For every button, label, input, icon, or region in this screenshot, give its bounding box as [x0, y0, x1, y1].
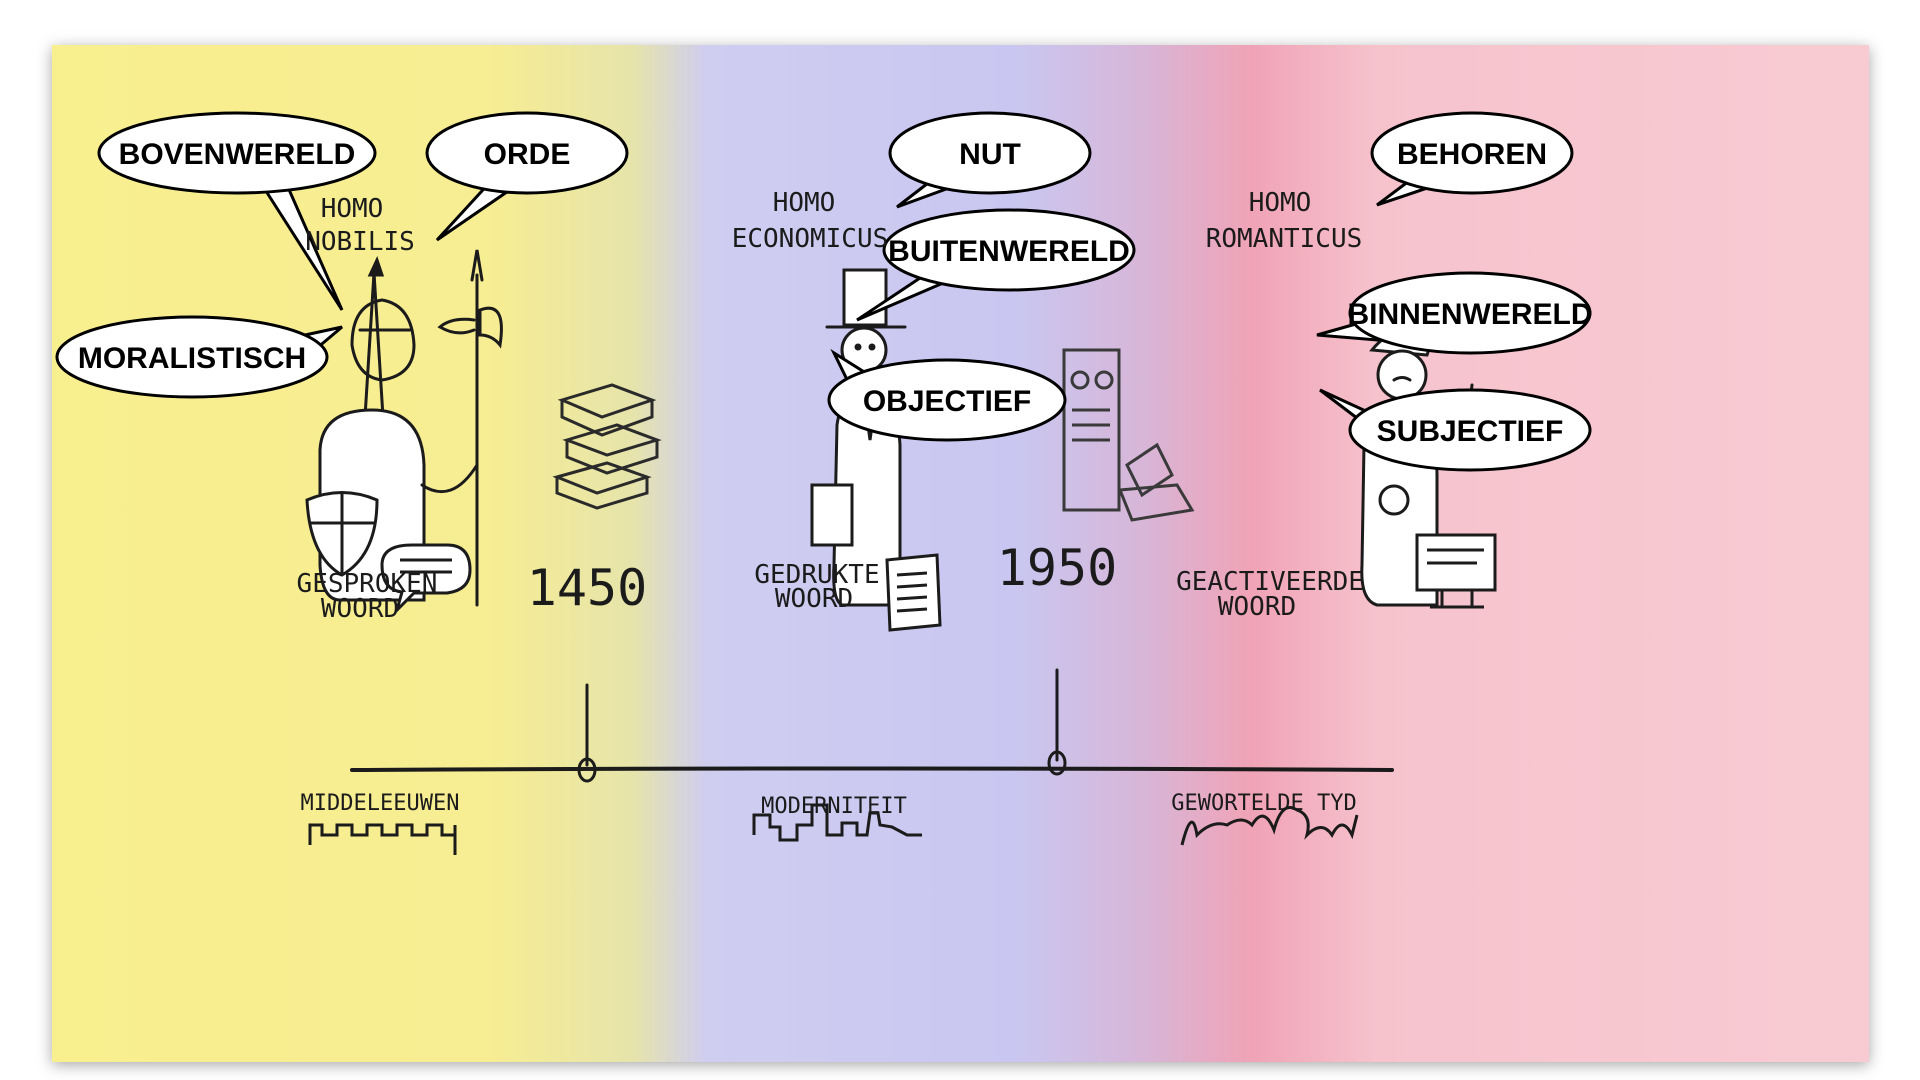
bubble-nut-text: NUT: [959, 138, 1021, 171]
illustration-frame: BOVENWERELD ORDE MORALISTISCH NUT BUITEN: [52, 45, 1869, 1062]
medium-1-line-2: WOORD: [321, 594, 399, 624]
bubble-orde-text: ORDE: [484, 138, 571, 171]
medium-3-line-2: WOORD: [1218, 592, 1296, 622]
period-moderniteit: MODERNITEIT: [761, 794, 907, 819]
period-middeleeuwen: MIDDELEEUWEN: [301, 791, 460, 816]
year-1950: 1950: [997, 539, 1117, 597]
figure-2-line-2: ECONOMICUS: [732, 224, 889, 254]
bubble-subjectief-text: SUBJECTIEF: [1377, 415, 1564, 448]
period-gewortelde-tyd: GEWORTELDE TYD: [1171, 791, 1356, 816]
figure-2-line-1: HOMO: [773, 188, 836, 218]
bubble-moralistisch-text: MORALISTISCH: [78, 342, 306, 375]
bubble-behoren-text: BEHOREN: [1397, 138, 1547, 171]
year-1450: 1450: [527, 559, 647, 617]
medium-2-line-2: WOORD: [775, 584, 853, 614]
figure-3-line-1: HOMO: [1249, 188, 1312, 218]
newspaper-icon: [887, 555, 940, 630]
timeline-illustration: BOVENWERELD ORDE MORALISTISCH NUT BUITEN: [52, 45, 1869, 1062]
bubble-binnenwereld-text: BINNENWERELD: [1348, 298, 1593, 331]
bubble-buitenwereld-text: BUITENWERELD: [888, 235, 1130, 268]
figure-3-line-2: ROMANTICUS: [1206, 224, 1363, 254]
bubble-bovenwereld-text: BOVENWERELD: [119, 138, 356, 171]
bubble-objectief-text: OBJECTIEF: [863, 385, 1031, 418]
figure-1-line-2: NOBILIS: [305, 227, 415, 257]
figure-1-line-1: HOMO: [321, 194, 384, 224]
